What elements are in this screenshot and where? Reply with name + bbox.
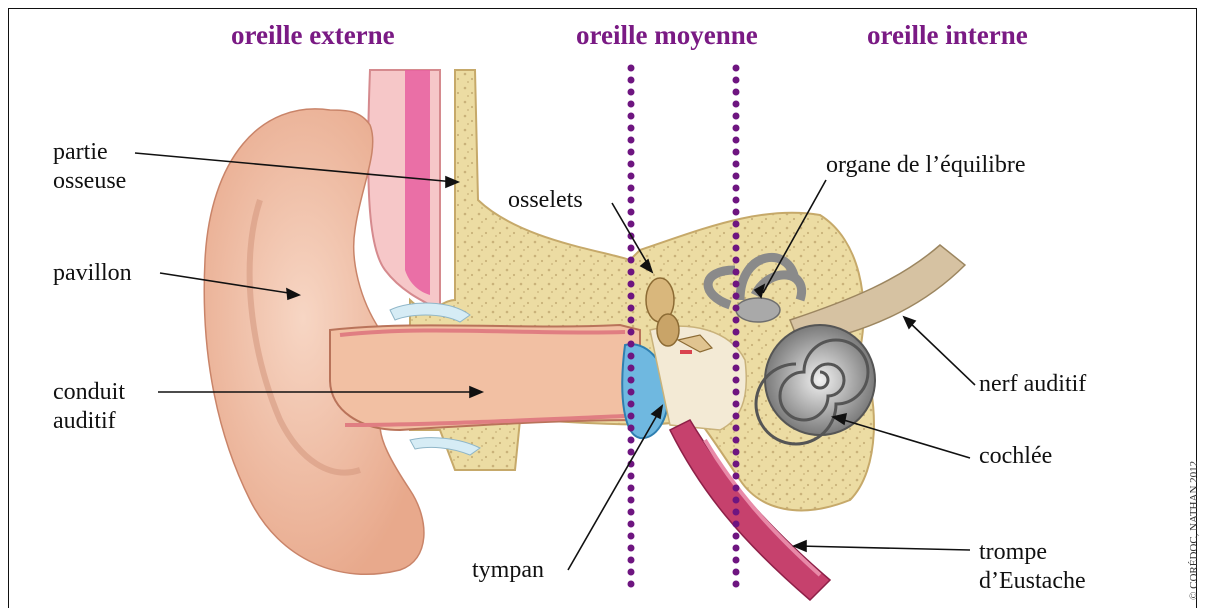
label-balance-organ: organe de l’équilibre: [826, 151, 1025, 180]
header-outer-ear: oreille externe: [231, 20, 395, 51]
label-eustachian-line1: trompe: [979, 538, 1086, 567]
label-pinna: pavillon: [53, 259, 132, 288]
ear-canal: [330, 325, 640, 430]
label-eardrum: tympan: [472, 556, 544, 585]
header-inner-ear: oreille interne: [867, 20, 1028, 51]
label-eustachian-line2: d’Eustache: [979, 567, 1086, 596]
label-ear-canal: conduit auditif: [53, 378, 125, 436]
label-ear-canal-line1: conduit: [53, 378, 125, 407]
label-bony-part-line1: partie: [53, 138, 126, 167]
header-middle-ear: oreille moyenne: [576, 20, 758, 51]
copyright-notice: © CORÉDOC, NATHAN 2012: [1188, 461, 1200, 600]
label-eustachian-tube: trompe d’Eustache: [979, 538, 1086, 596]
label-ear-canal-line2: auditif: [53, 407, 125, 436]
label-auditory-nerve: nerf auditif: [979, 370, 1086, 399]
label-bony-part-line2: osseuse: [53, 167, 126, 196]
label-bony-part: partie osseuse: [53, 138, 126, 196]
label-ossicles: osselets: [508, 186, 583, 215]
label-cochlea: cochlée: [979, 442, 1052, 471]
